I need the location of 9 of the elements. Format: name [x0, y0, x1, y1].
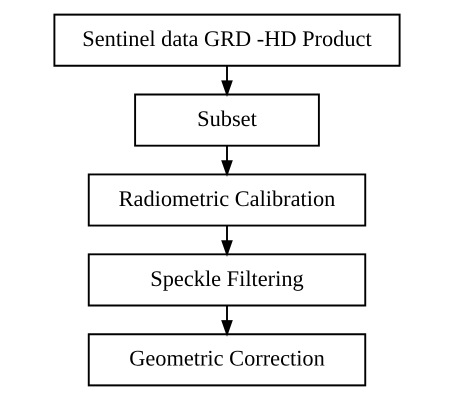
arrow — [220, 306, 232, 337]
arrow — [220, 146, 232, 177]
arrow — [220, 226, 232, 257]
node-box: Sentinel data GRD -HD Product — [52, 14, 400, 67]
arrow — [220, 66, 232, 98]
node-box: Speckle Filtering — [87, 253, 366, 306]
node-box: Radiometric Calibration — [87, 173, 366, 227]
node-box: Subset — [134, 94, 320, 147]
node-box: Geometric Correction — [87, 333, 366, 386]
